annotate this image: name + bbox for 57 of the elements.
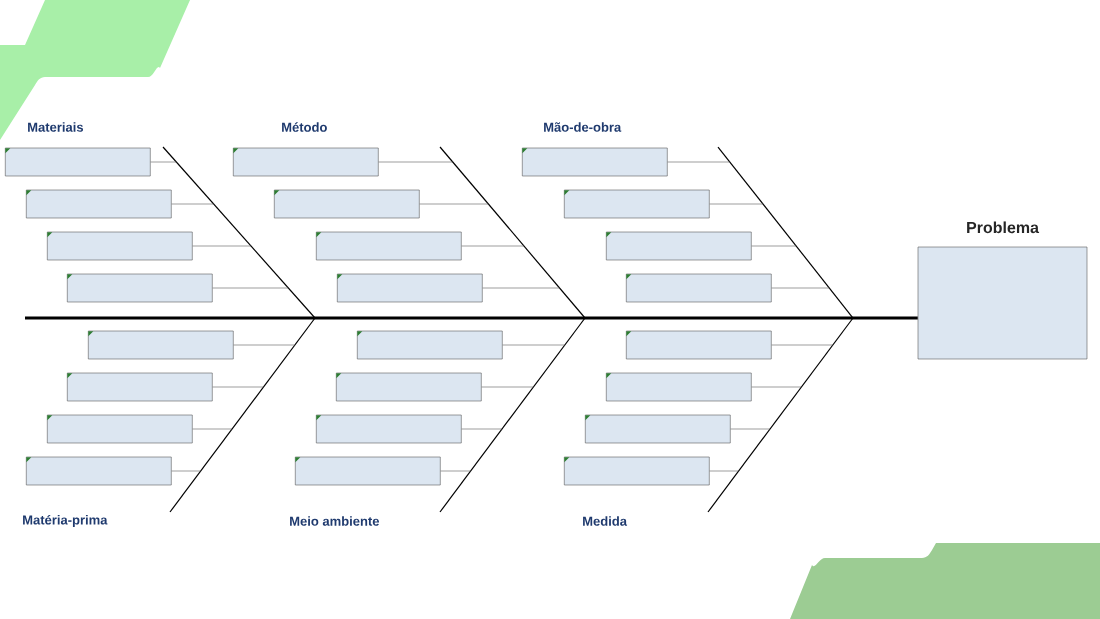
cause-box [47, 231, 193, 261]
cause-box [606, 231, 752, 261]
connector-line [378, 161, 454, 163]
connector-line [171, 203, 214, 205]
cause-box [585, 414, 731, 444]
connector-line [212, 386, 264, 388]
cause-box [336, 372, 482, 402]
cause-box [522, 147, 668, 177]
cause-box [626, 330, 772, 360]
category-label: Método [282, 122, 327, 132]
cause-box [233, 147, 379, 177]
cause-box [357, 330, 503, 360]
cause-box [564, 456, 710, 486]
connector-line [751, 245, 797, 247]
cause-box [626, 273, 772, 303]
connector-line [419, 203, 489, 205]
connector-line [667, 161, 731, 163]
connector-line [192, 245, 252, 247]
connector-line [481, 386, 534, 388]
cause-box [316, 414, 462, 444]
cause-box [88, 330, 234, 360]
connector-line [709, 470, 739, 472]
cause-box [26, 456, 172, 486]
cause-box [26, 189, 172, 219]
connector-line [171, 470, 201, 472]
connector-line [192, 428, 233, 430]
category-label: Medida [583, 516, 628, 526]
connector-line [461, 245, 525, 247]
category-label: Materiais [28, 122, 84, 132]
connector-line [440, 470, 471, 472]
connector-line [771, 287, 830, 289]
cause-box [564, 189, 710, 219]
cause-box [47, 414, 193, 444]
connector-line [233, 344, 296, 346]
connector-line [212, 287, 289, 289]
cause-box [274, 189, 420, 219]
spine-line [25, 316, 918, 320]
connector-line [150, 161, 177, 163]
category-label: Mão-de-obra [544, 122, 622, 132]
cause-box [337, 273, 483, 303]
node-label: Problema [967, 221, 1040, 234]
category-label: Meio ambiente [290, 516, 380, 526]
connector-line [709, 203, 764, 205]
category-label: Matéria-prima [23, 514, 108, 528]
cause-box [606, 372, 752, 402]
connector-line [461, 428, 503, 430]
connector-line [502, 344, 566, 346]
cause-box [316, 231, 462, 261]
cause-box [295, 456, 441, 486]
connector-line [751, 386, 802, 388]
cause-box [5, 147, 151, 177]
cause-box [67, 372, 213, 402]
connector-line [730, 428, 771, 430]
cause-box [67, 273, 213, 303]
connector-line [482, 287, 560, 289]
connector-line [771, 344, 834, 346]
problem-box: Problema [917, 221, 1088, 360]
